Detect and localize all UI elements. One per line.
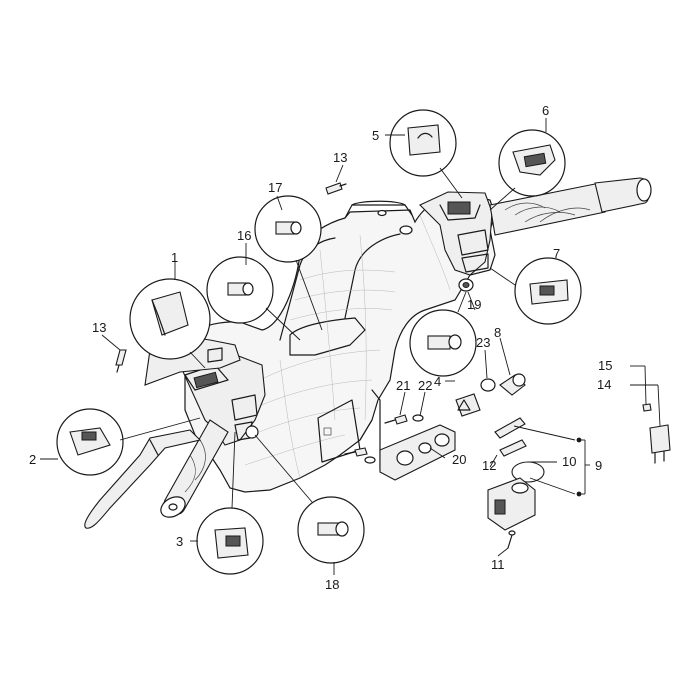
screw-11 <box>507 530 516 549</box>
keys-10 <box>494 417 527 457</box>
callout-15: 15 <box>598 358 612 373</box>
inset-part-7 <box>489 257 582 325</box>
inset-part-5 <box>389 109 463 199</box>
right-grip <box>489 177 652 236</box>
inset-part-19 <box>409 291 477 377</box>
callout-19: 19 <box>467 297 481 312</box>
inset-part-18 <box>254 434 365 564</box>
callout-21: 21 <box>396 378 410 393</box>
handlebar-cover <box>182 194 496 493</box>
callout-9: 9 <box>595 458 602 473</box>
callout-6: 6 <box>542 103 549 118</box>
switch-panel-20 <box>379 424 456 481</box>
callout-7: 7 <box>553 246 560 261</box>
brake-lever <box>84 429 202 529</box>
callout-4: 4 <box>434 374 441 389</box>
inset-part-3 <box>196 431 264 575</box>
callout-labels: 1 2 3 4 5 6 7 8 9 10 11 12 13 13 14 15 1… <box>29 103 612 592</box>
cap-23 <box>480 378 496 392</box>
right-switch-housing <box>419 191 493 292</box>
inset-part-16 <box>206 256 301 341</box>
callout-8: 8 <box>494 325 501 340</box>
callout-18: 18 <box>325 577 339 592</box>
switch-8 <box>499 373 526 396</box>
callout-23: 23 <box>476 335 490 350</box>
screw-13-top <box>325 182 347 195</box>
callout-13-top: 13 <box>333 150 347 165</box>
leader-lines <box>40 118 557 575</box>
callout-20: 20 <box>452 452 466 467</box>
callout-14: 14 <box>597 377 611 392</box>
callout-17: 17 <box>268 180 282 195</box>
switch-14-15 <box>630 365 671 464</box>
inset-part-2 <box>56 408 201 476</box>
callout-11: 11 <box>491 557 505 572</box>
bracket-9 <box>513 425 590 497</box>
inset-part-17 <box>254 195 323 331</box>
callout-3: 3 <box>176 534 183 549</box>
callout-2: 2 <box>29 452 36 467</box>
callout-1: 1 <box>171 250 178 265</box>
callout-12: 12 <box>482 458 496 473</box>
hazard-switch-4 <box>455 393 481 417</box>
screw-13-left <box>115 349 127 373</box>
callout-5: 5 <box>372 128 379 143</box>
callout-22: 22 <box>418 378 432 393</box>
screws-21-22 <box>344 414 424 464</box>
callout-10: 10 <box>562 454 576 469</box>
inset-part-6 <box>489 129 566 211</box>
ignition-lock-9 <box>487 477 536 531</box>
left-grip <box>160 419 229 518</box>
callout-16: 16 <box>237 228 251 243</box>
callout-13-left: 13 <box>92 320 106 335</box>
inset-part-1 <box>129 278 211 369</box>
